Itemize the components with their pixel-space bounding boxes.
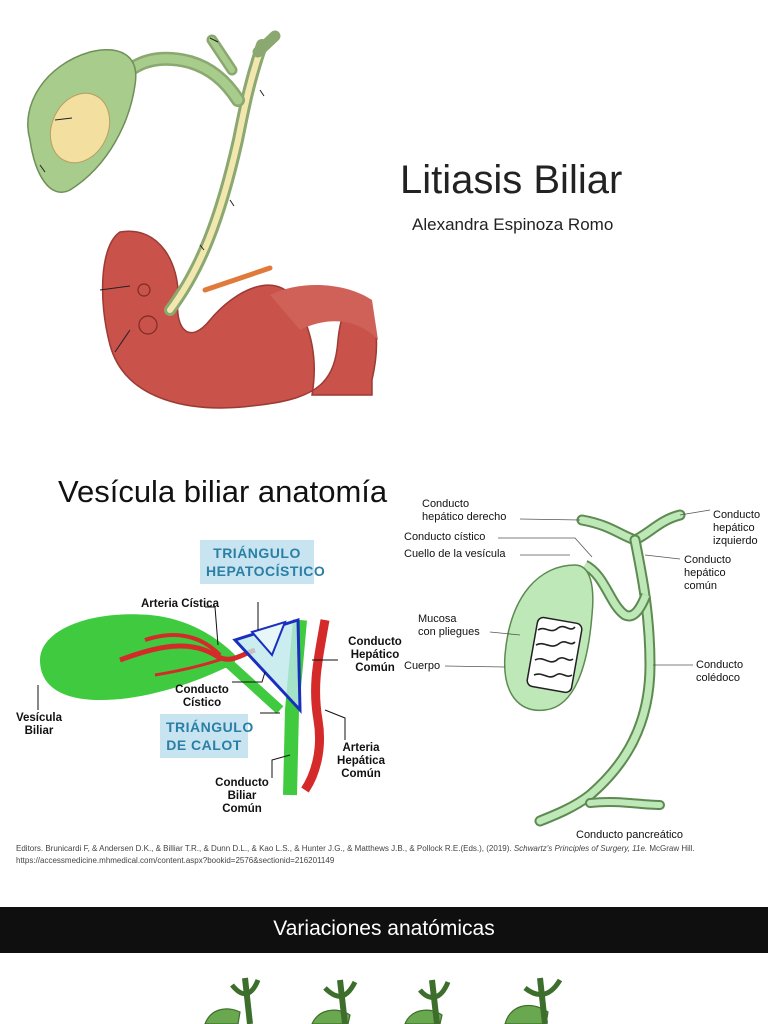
banner-title: Variaciones anatómicas — [273, 917, 495, 940]
section-title-anatomy: Vesícula biliar anatomía — [58, 474, 388, 509]
cystic-artery — [119, 643, 256, 663]
slide-author: Alexandra Espinoza Romo — [412, 215, 614, 234]
label-hepatico-izquierdo: Conducto hepático izquierdo — [713, 509, 761, 547]
label-cuello-vesicula: Cuello de la vesícula — [404, 548, 506, 560]
badge-calot-triangle: TRIÁNGULO DE CALOT — [160, 714, 253, 758]
section-banner — [0, 907, 768, 953]
label-conducto-biliar-comun: Conducto Biliar Común — [215, 777, 269, 815]
pancreatic-duct — [202, 265, 273, 293]
calot-triangle — [250, 620, 287, 657]
ampulla-mark — [137, 283, 151, 297]
gallstone — [49, 92, 111, 164]
label-coledoco: Conducto colédoco — [696, 659, 744, 684]
slide-1: Litiasis Biliar Alexandra Espinoza Romo — [0, 0, 768, 440]
label-mucosa-pliegues: Mucosa con pliegues — [418, 613, 480, 638]
anatomical-variations-preview — [204, 977, 563, 1024]
label-arteria-cistica: Arteria Cística — [141, 598, 219, 610]
biliary-duodenum-illustration — [27, 30, 378, 409]
label-cuerpo: Cuerpo — [404, 660, 441, 672]
slide-title: Litiasis Biliar — [400, 158, 623, 202]
gallbladder-duct-diagram — [444, 509, 711, 827]
label-conducto-cistico: Conducto Cístico — [175, 684, 229, 709]
label-hepatico-derecho: Conducto hepático derecho — [422, 498, 507, 523]
label-conducto-hepatico-comun: Conducto Hepático Común — [348, 636, 402, 674]
label-pancreatico: Conducto pancreático — [576, 829, 684, 841]
citation: Editors. Brunicardi F, & Andersen D.K., … — [16, 844, 695, 865]
label-arteria-hepatica-comun: Arteria Hepática Común — [337, 742, 385, 780]
label-conducto-cistico-right: Conducto cístico — [404, 531, 486, 543]
calot-triangle-diagram — [37, 602, 346, 796]
label-hepatico-comun: Conducto hepático común — [684, 554, 732, 592]
ampulla-mark — [138, 315, 158, 335]
hepatic-artery — [301, 619, 330, 793]
label-vesicula-biliar: Vesícula Biliar — [15, 712, 63, 737]
badge-hepatocystic-triangle: TRIÁNGULO HEPATOCÍSTICO — [200, 540, 325, 584]
